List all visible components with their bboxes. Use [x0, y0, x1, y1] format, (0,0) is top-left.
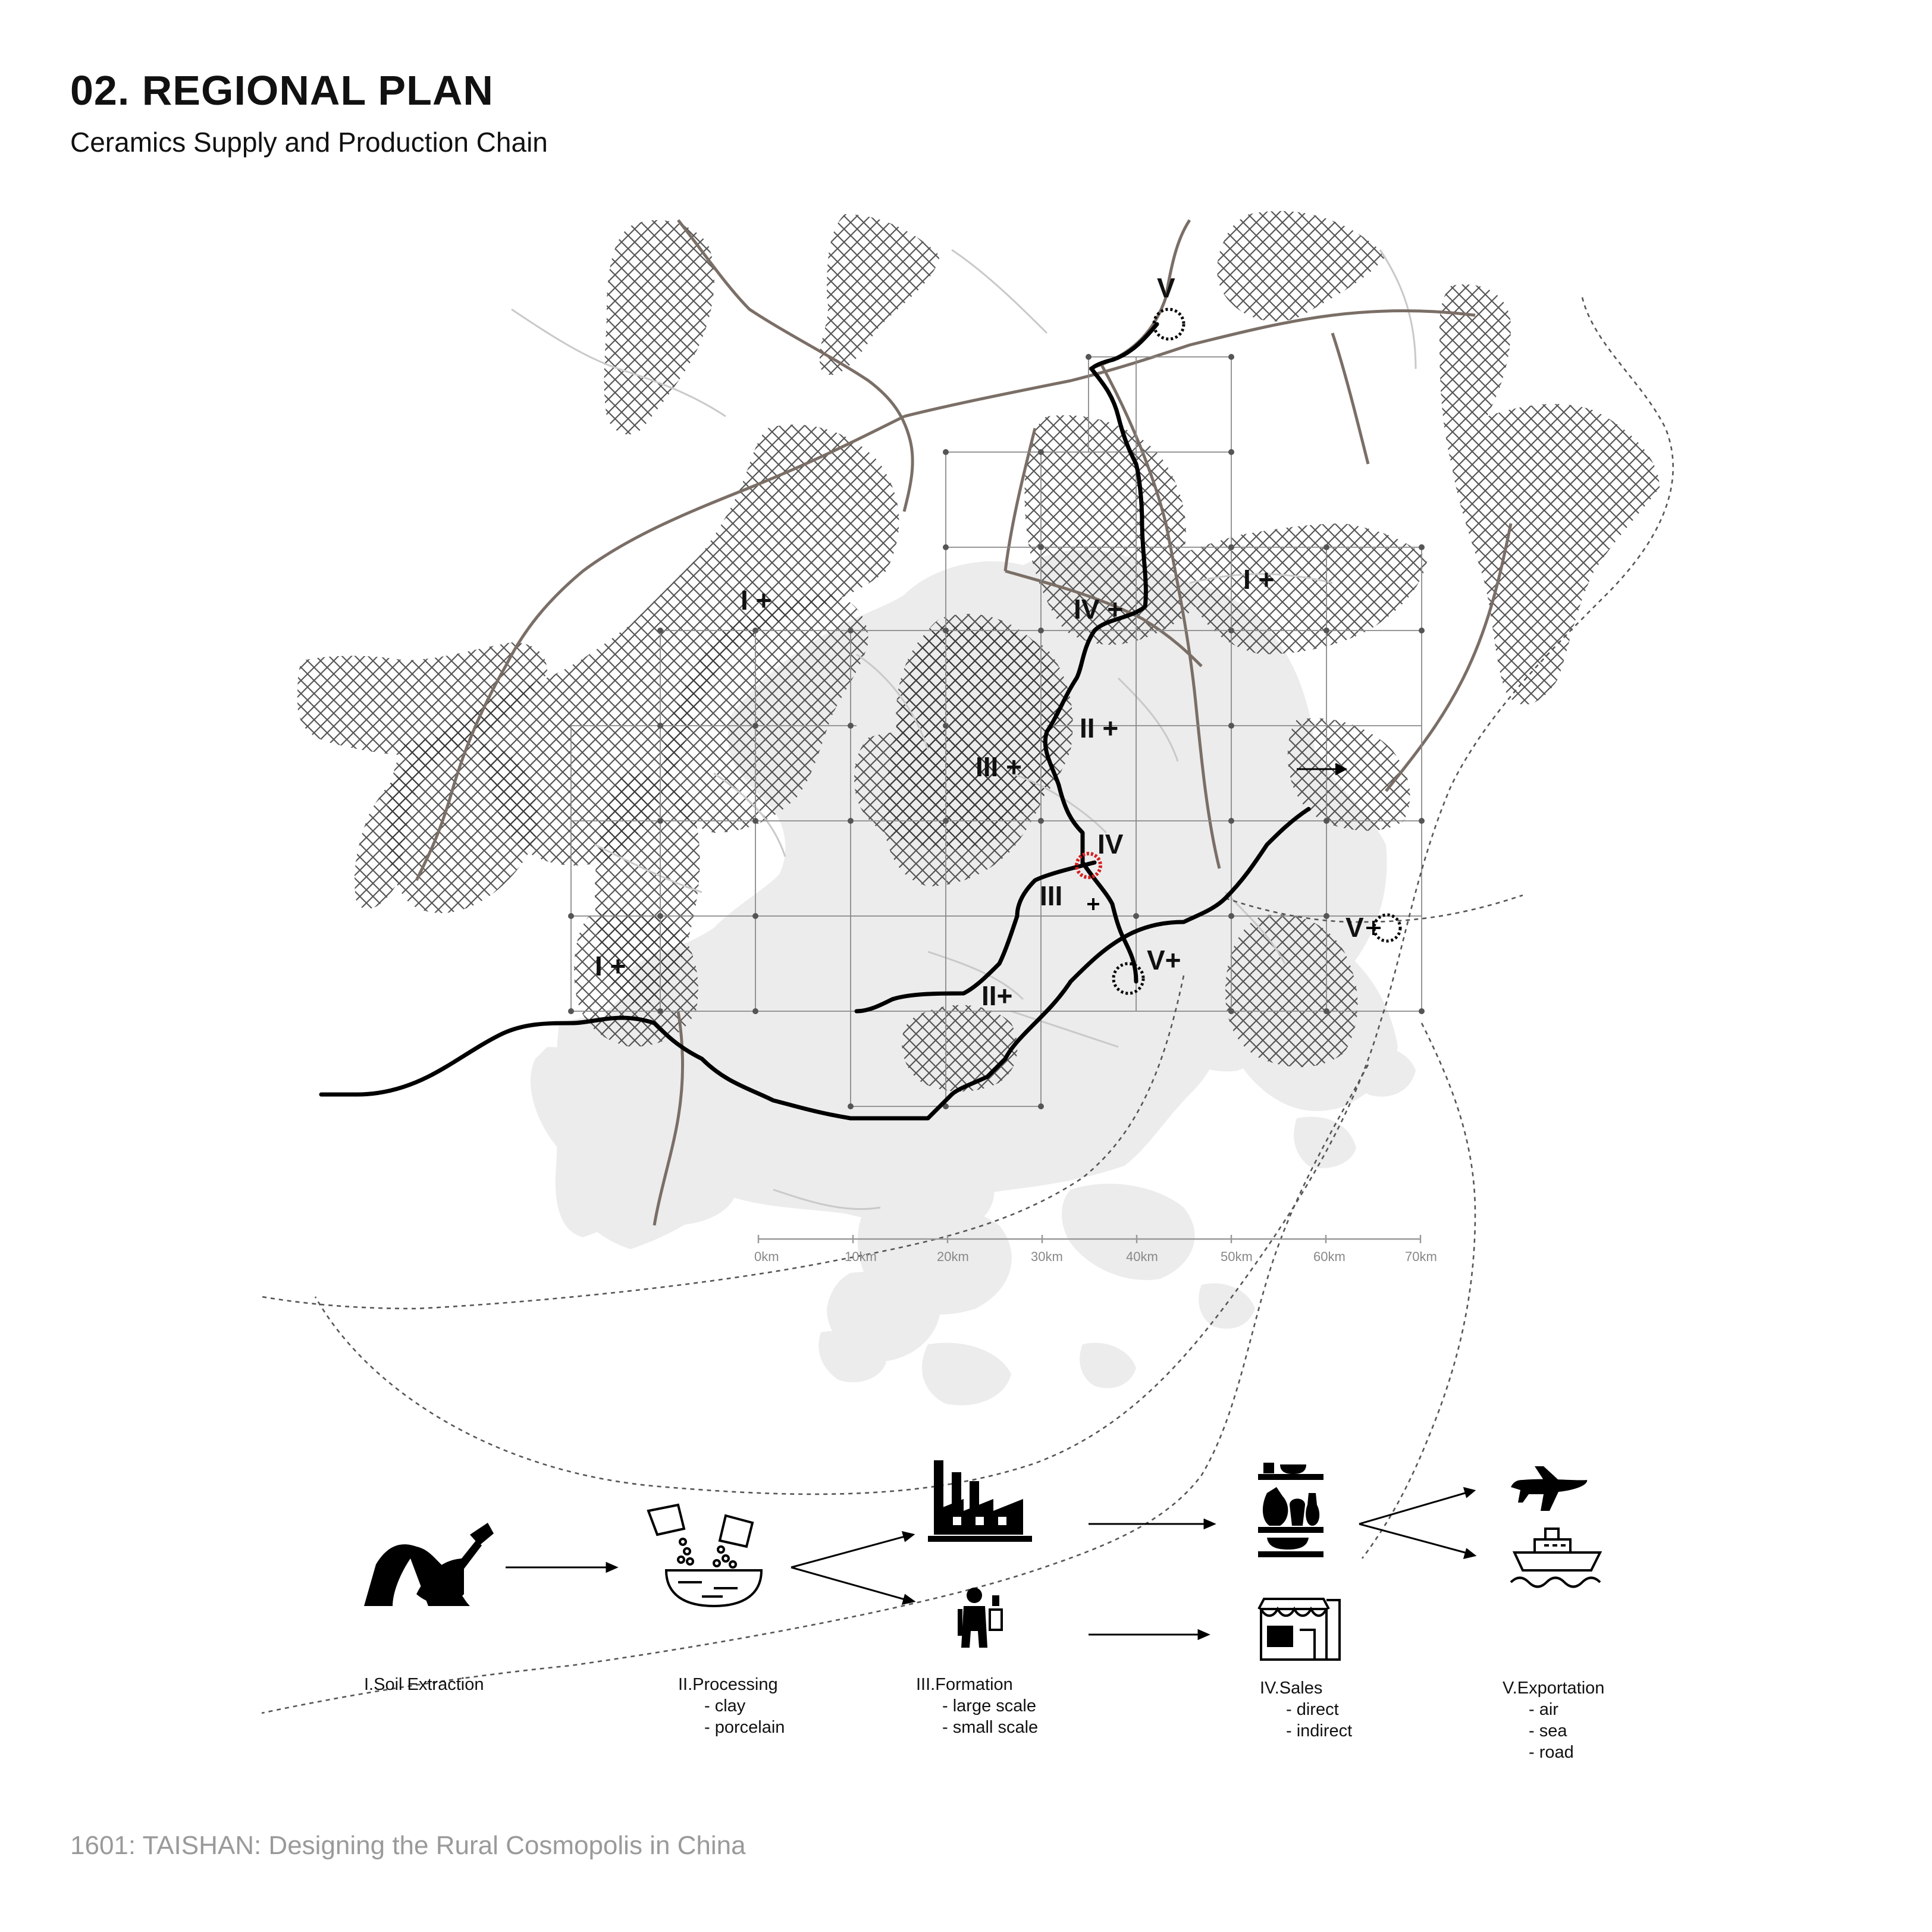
project-footer: 1601: TAISHAN: Designing the Rural Cosmo…: [70, 1831, 746, 1860]
step-sales: IV.Sales - direct - indirect: [1260, 1677, 1352, 1742]
site-label: IV: [1097, 829, 1124, 860]
export-routes: [261, 297, 1674, 1714]
step-item: - direct: [1286, 1700, 1339, 1719]
export-site-marker: [1372, 913, 1402, 943]
site-markers: [1112, 308, 1402, 995]
shovel-soil-icon: [364, 1523, 494, 1606]
step-formation: III.Formation - large scale - small scal…: [916, 1674, 1038, 1738]
scale-label: 50km: [1221, 1249, 1253, 1264]
step-item: - air: [1529, 1700, 1558, 1719]
minor-roads: [511, 249, 1417, 1210]
site-label: III +: [976, 751, 1022, 782]
ship-icon: [1510, 1528, 1602, 1588]
main-route: [319, 322, 1311, 1121]
step-item: - sea: [1529, 1721, 1567, 1740]
site-label: V+: [1147, 945, 1181, 976]
step-label: IV.Sales: [1260, 1679, 1323, 1698]
site-label: III: [1040, 880, 1062, 911]
step-item: - small scale: [942, 1718, 1039, 1737]
scale-label: 40km: [1126, 1249, 1158, 1264]
scale-label: 10km: [845, 1249, 877, 1264]
eastward-arrow: [1297, 763, 1348, 776]
export-site-marker: [1152, 308, 1185, 341]
scale-label: 30km: [1031, 1249, 1063, 1264]
scale-label: 70km: [1405, 1249, 1437, 1264]
scale-labels: 0km 10km 20km 30km 40km 50km 60km 70km: [754, 1249, 1437, 1264]
page-subtitle: Ceramics Supply and Production Chain: [70, 127, 548, 158]
scale-label: 0km: [754, 1249, 779, 1264]
site-label: IV +: [1074, 594, 1123, 625]
shop-icon: [1257, 1598, 1341, 1661]
grid-nodes: [568, 354, 1425, 1109]
scale-bar: [757, 1235, 1422, 1243]
scale-label: 60km: [1313, 1249, 1346, 1264]
step-item: - road: [1529, 1743, 1574, 1762]
site-label: II +: [1080, 713, 1118, 744]
export-site-marker: [1112, 962, 1145, 995]
step-label: I.Soil Extraction: [364, 1675, 484, 1694]
step-item: - large scale: [942, 1696, 1036, 1715]
page-title: 02. REGIONAL PLAN: [70, 67, 494, 114]
step-label: II.Processing: [678, 1675, 778, 1694]
step-item: - porcelain: [704, 1718, 785, 1737]
site-label: I +: [741, 585, 771, 616]
chain-arrows: [506, 1486, 1477, 1641]
scale-label: 20km: [937, 1249, 969, 1264]
factory-icon: [928, 1460, 1032, 1542]
site-labels: V I + I + IV + II + III + IV III V+ V I …: [595, 272, 1364, 1011]
airplane-icon: [1511, 1466, 1588, 1511]
step-label: III.Formation: [916, 1675, 1013, 1694]
site-label: V: [1157, 272, 1175, 303]
site-label: I +: [1243, 564, 1274, 595]
worker-icon: [958, 1588, 1003, 1648]
step-label: V.Exportation: [1503, 1679, 1605, 1698]
ceramics-shelf-icon: [1258, 1463, 1323, 1557]
site-label: II+: [981, 980, 1012, 1011]
step-exportation: V.Exportation - air - sea - road: [1503, 1677, 1604, 1763]
step-item: - clay: [704, 1696, 746, 1715]
site-label: I +: [595, 951, 626, 981]
current-site-marker: [1075, 852, 1102, 879]
step-processing: II.Processing - clay - porcelain: [678, 1674, 785, 1738]
step-soil-extraction: I.Soil Extraction: [364, 1674, 484, 1695]
plus-marks: [1087, 898, 1381, 935]
site-label: V: [1346, 912, 1364, 943]
step-item: - indirect: [1286, 1721, 1353, 1740]
processing-bowl-icon: [647, 1503, 763, 1608]
